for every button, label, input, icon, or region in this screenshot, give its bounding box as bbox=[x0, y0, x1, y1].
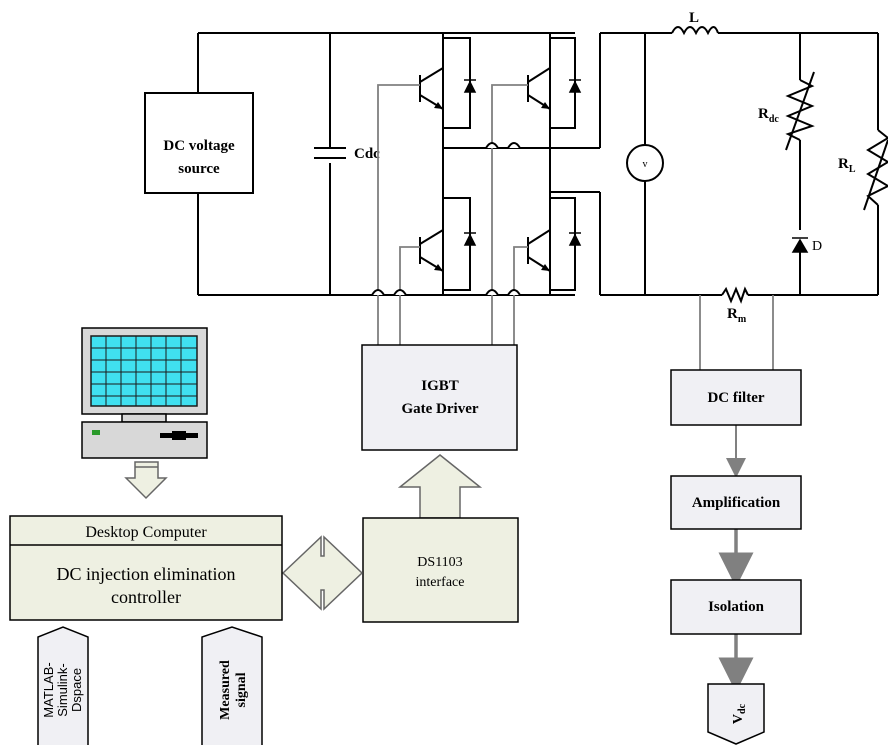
igbt-diodes bbox=[463, 79, 582, 246]
diode-d-symbol bbox=[791, 237, 809, 253]
capacitor-label: Cdc bbox=[354, 146, 380, 162]
measured-signal-tab bbox=[201, 626, 263, 745]
measurement-wires bbox=[699, 295, 774, 370]
rl-label: RL bbox=[838, 156, 856, 175]
diode-label: D bbox=[812, 239, 822, 254]
dc-filter-label: DC filter bbox=[707, 390, 764, 406]
voltmeter-label: v bbox=[643, 159, 648, 170]
dc-voltage-source-box bbox=[144, 92, 254, 194]
rm-resistor-symbol bbox=[721, 286, 749, 304]
rm-label: Rm bbox=[727, 306, 747, 325]
desktop-computer-title: Desktop Computer bbox=[85, 524, 207, 541]
inductor-symbol bbox=[671, 26, 719, 36]
igbt-switch-top-left bbox=[419, 37, 471, 129]
vdc-label: Vdc bbox=[731, 703, 748, 724]
bidirectional-link-arrow bbox=[281, 535, 364, 611]
controller-label-2: controller bbox=[111, 587, 181, 607]
ds1103-interface-block bbox=[362, 517, 519, 623]
capacitor-symbol bbox=[314, 147, 346, 159]
wire-crossing-bumps bbox=[371, 142, 521, 296]
controller-label-1: DC injection elimination bbox=[57, 564, 236, 584]
controller-block bbox=[9, 515, 283, 621]
matlab-label: MATLAB- Simulink- Dspace bbox=[41, 662, 84, 717]
rl-resistor-symbol bbox=[863, 129, 888, 211]
igbt-gate-driver-block bbox=[361, 344, 518, 451]
isolation-block bbox=[670, 579, 802, 635]
svg-text:Measured: Measured bbox=[218, 660, 233, 720]
dc-source-label-1: DC voltage bbox=[163, 138, 235, 154]
isolation-label: Isolation bbox=[708, 599, 765, 615]
igbt-switch-bottom-left bbox=[419, 197, 471, 291]
igbt-switch-top-right bbox=[527, 37, 576, 129]
dc-filter-block bbox=[670, 369, 802, 426]
svg-text:Dspace: Dspace bbox=[69, 668, 84, 712]
ds1103-to-driver-arrow bbox=[397, 454, 483, 519]
amplification-block bbox=[670, 475, 802, 530]
desktop-computer-icon bbox=[81, 327, 208, 459]
igbt-emitter-arrows bbox=[434, 102, 550, 271]
computer-to-controller-arrow bbox=[124, 461, 168, 500]
igbt-switch-bottom-right bbox=[527, 197, 576, 291]
power-wiring bbox=[197, 32, 879, 296]
igbt-driver-label-2: Gate Driver bbox=[401, 401, 478, 417]
igbt-driver-label-1: IGBT bbox=[421, 378, 459, 394]
amplification-label: Amplification bbox=[692, 495, 781, 511]
rdc-resistor-symbol bbox=[785, 71, 815, 151]
svg-text:signal: signal bbox=[234, 672, 249, 707]
rdc-label: Rdc bbox=[758, 106, 779, 125]
ds1103-label-1: DS1103 bbox=[417, 555, 462, 570]
inductor-label: L bbox=[689, 10, 699, 26]
svg-text:Simulink-: Simulink- bbox=[55, 663, 70, 716]
gate-control-wires bbox=[377, 84, 528, 345]
ds1103-label-2: interface bbox=[416, 575, 465, 590]
matlab-input-tab bbox=[37, 626, 89, 745]
voltmeter-symbol bbox=[626, 144, 664, 182]
dc-source-label-2: source bbox=[178, 161, 220, 177]
svg-text:MATLAB-: MATLAB- bbox=[41, 662, 56, 717]
vdc-output-block bbox=[707, 683, 765, 745]
measured-signal-label: Measured signal bbox=[218, 660, 249, 720]
